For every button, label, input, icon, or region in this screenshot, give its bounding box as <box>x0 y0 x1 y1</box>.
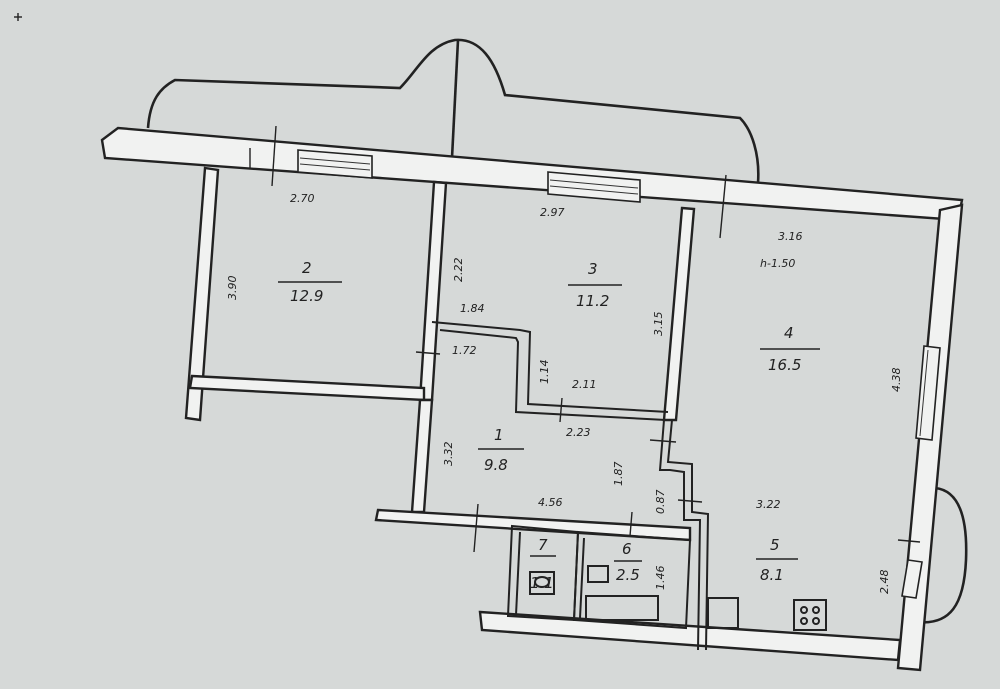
dim-4-right: 4.38 <box>890 368 903 393</box>
dim-3-inner: 1.84 <box>460 302 485 315</box>
room-2-area: 12.9 <box>290 287 323 305</box>
dim-4-top: 3.16 <box>778 230 803 243</box>
wall-left <box>184 166 220 422</box>
room-7-number: 7 <box>538 536 548 554</box>
wall-1-5-b <box>666 419 710 651</box>
stove-fixture <box>793 599 827 631</box>
dim-1-bottom: 2.23 <box>566 426 591 439</box>
dim-1-right: 1.87 <box>612 462 625 487</box>
wall-3-step <box>431 321 669 413</box>
dim-5-top: 3.22 <box>756 498 781 511</box>
wall-1-5 <box>658 419 702 651</box>
room-6-area: 2.5 <box>616 566 640 584</box>
room-4-number: 4 <box>784 324 794 342</box>
dim-2-top: 2.70 <box>290 192 315 205</box>
kitchen-sink-fixture <box>707 597 739 629</box>
wall-bath-inner-2 <box>579 537 585 619</box>
dim-3-left: 2.22 <box>452 258 465 283</box>
room-6-number: 6 <box>622 540 632 558</box>
wall-2-bottom <box>188 374 426 402</box>
balcony-top <box>146 38 760 184</box>
wall-1-left <box>410 398 434 514</box>
dim-2-left: 3.90 <box>226 276 239 301</box>
room-5-area: 8.1 <box>760 566 784 584</box>
window-room-5 <box>901 559 923 599</box>
dim-4-height: h-1.50 <box>760 257 795 270</box>
dim-5-right: 2.48 <box>878 570 891 595</box>
window-room-2 <box>297 149 373 179</box>
wall-3-step-2 <box>439 329 667 421</box>
dim-3-right: 3.15 <box>652 312 665 337</box>
room-2-number: 2 <box>302 259 312 277</box>
dim-1-base: 4.56 <box>538 496 563 509</box>
wall-2-3 <box>418 180 448 402</box>
room-4-area: 16.5 <box>768 356 801 374</box>
wall-bath-6 <box>572 530 692 630</box>
dim-corr: 0.87 <box>654 490 667 515</box>
room-1-area: 9.8 <box>484 456 508 474</box>
dim-1-top: 1.72 <box>452 344 477 357</box>
balcony-right <box>917 486 968 624</box>
wall-3-4 <box>662 206 696 422</box>
dim-3-step: 1.14 <box>538 360 551 385</box>
wall-bath-inner <box>515 531 521 616</box>
dim-3-bottom: 2.11 <box>572 378 597 391</box>
toilet-fixture <box>529 571 555 595</box>
bathtub-fixture <box>585 595 659 621</box>
wall-1-bottom <box>374 508 692 542</box>
balcony-divider <box>450 39 460 159</box>
room-3-number: 3 <box>588 260 598 278</box>
window-room-3 <box>547 171 641 203</box>
room-1-number: 1 <box>494 426 504 444</box>
dim-3-top: 2.97 <box>540 206 565 219</box>
tick-marks <box>249 125 921 553</box>
room-7-area: 1.1 <box>530 574 554 592</box>
wall-bottom <box>478 610 902 662</box>
wall-top <box>100 126 964 222</box>
window-room-4 <box>915 345 941 441</box>
room-3-area: 11.2 <box>576 292 609 310</box>
dim-1-left: 3.32 <box>442 442 455 467</box>
sink-fixture <box>587 565 609 583</box>
dim-6-right: 1.46 <box>654 566 667 591</box>
room-5-number: 5 <box>770 536 780 554</box>
corner-mark <box>14 13 22 21</box>
